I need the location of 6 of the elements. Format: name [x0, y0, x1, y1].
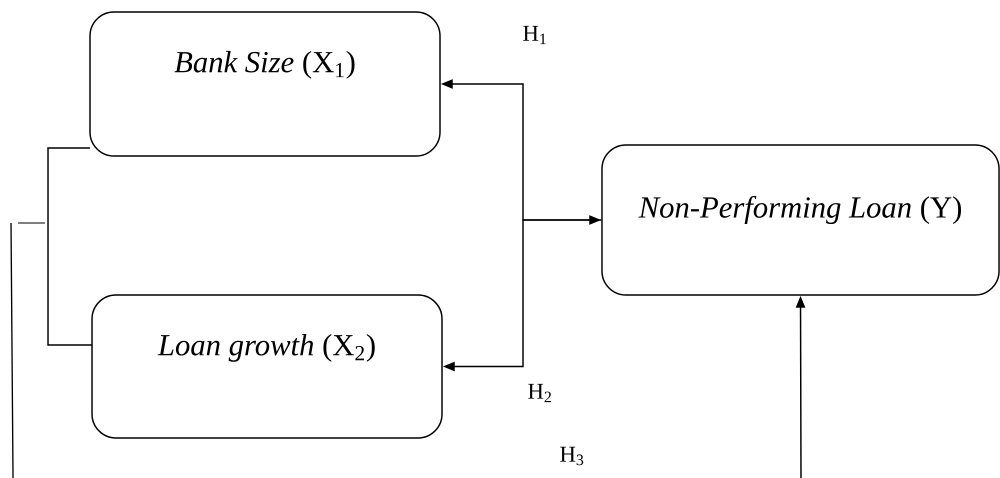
edge-label: H$_{2}$ [526, 382, 554, 404]
variable-box: Loan growth (X$_{2}$) [91, 294, 443, 439]
variable-box: Non-Performing Loan (Y) [601, 144, 1000, 296]
edge-label: H$_{1}$ [521, 24, 549, 46]
variable-box: Bank Size (X$_{1}$) [89, 11, 441, 157]
hypothesis-label: H$_{3}$ [560, 446, 584, 466]
